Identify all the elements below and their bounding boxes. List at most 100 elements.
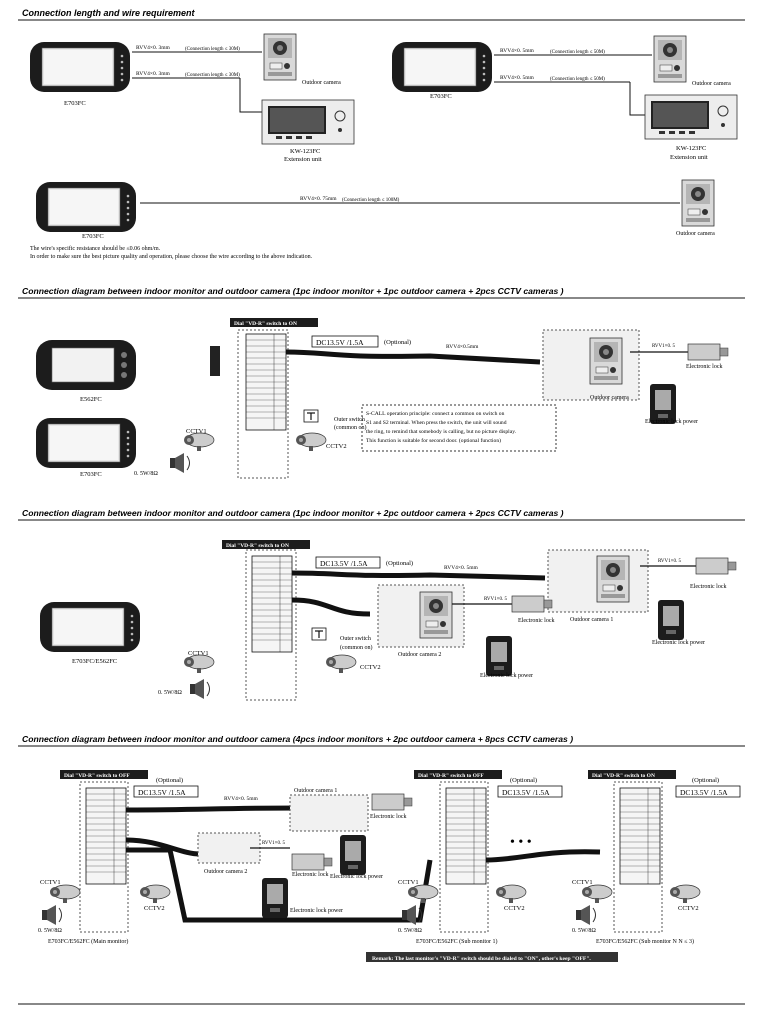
e703fc-monitor	[35, 417, 137, 469]
dial-banner: Dial "VD-R" switch to ON	[592, 773, 655, 779]
power-label: DC13.5V /1.5A	[502, 788, 550, 797]
ext-model: KW-123FC	[676, 145, 706, 152]
terminal-block	[245, 333, 287, 431]
electronic-lock-power	[262, 878, 288, 918]
camera-label: Outdoor camera 1	[294, 788, 337, 794]
section3-heading: Connection diagram between indoor monito…	[22, 508, 564, 518]
speaker-label: 0. 5W/8Ω	[38, 928, 62, 934]
dial-banner: Dial "VD-R" switch to ON	[226, 543, 289, 549]
optional-label: (Optional)	[386, 560, 413, 567]
cctv-label: CCTV1	[186, 428, 207, 435]
speaker-label: 0. 5W/8Ω	[134, 471, 158, 477]
outdoor-camera-1	[596, 555, 630, 603]
wire-label: RVV4×0. 3mm	[136, 71, 171, 77]
scall-note: S1 and S2 terminal. When press the switc…	[366, 420, 507, 426]
lockpower-label: Electronic lock power	[652, 640, 705, 646]
cctv-camera	[407, 884, 439, 904]
cctv-camera	[581, 884, 613, 904]
speaker-label: 0. 5W/8Ω	[398, 928, 422, 934]
monitor-label: E703FC	[82, 233, 104, 240]
speaker-icon	[189, 678, 210, 700]
electronic-lock	[695, 557, 737, 575]
cctv-label: CCTV2	[678, 905, 699, 912]
outer-switch	[303, 409, 319, 423]
cctv-label: CCTV1	[398, 879, 419, 886]
lockpower-label: Electronic lock power	[290, 908, 343, 914]
e562fc-monitor	[35, 339, 137, 391]
outdoor-camera	[681, 179, 715, 227]
monitor-label: E703FC	[80, 471, 102, 478]
e703fc-monitor	[29, 41, 131, 93]
cctv-label: CCTV2	[504, 905, 525, 912]
cctv-camera	[669, 884, 701, 904]
rvv-label: RVV1×0. 5	[652, 344, 675, 349]
optional-label: (Optional)	[156, 777, 183, 784]
switch-label: Outer switch	[340, 636, 371, 642]
cctv-camera	[49, 884, 81, 904]
electronic-lock-power	[650, 384, 676, 424]
camera-label: Outdoor camera	[302, 80, 341, 86]
lock-label: Electronic lock	[690, 584, 726, 590]
outdoor-camera	[263, 33, 297, 81]
terminal-block	[85, 787, 127, 885]
cctv-label: CCTV2	[144, 905, 165, 912]
speaker-icon	[169, 452, 190, 474]
ext-label: Extension unit	[670, 154, 708, 161]
camera-label: Outdoor camera	[692, 81, 731, 87]
remark-banner: Remark: The last monitor's "VD-R" switch…	[372, 956, 591, 962]
cctv-label: CCTV2	[360, 664, 381, 671]
note-resistance: The wire's specific resistance should be…	[30, 245, 161, 252]
cctv-camera	[183, 432, 215, 452]
electronic-lock	[291, 853, 333, 871]
monitor-label: E562FC	[80, 396, 102, 403]
lockpower-label: Electronic lock power	[480, 673, 533, 679]
camera-label: Outdoor camera	[676, 231, 715, 237]
e703fc-monitor	[35, 181, 137, 233]
e703fc-monitor	[391, 41, 493, 93]
switch-label: (common on)	[340, 644, 373, 651]
monitor-label: E703FC	[64, 100, 86, 107]
switch-label: (common on)	[334, 424, 367, 431]
outdoor-camera-2	[419, 591, 453, 639]
power-label: DC13.5V /1.5A	[680, 788, 728, 797]
wire-length: (Connection length ≤ 50M)	[550, 50, 605, 55]
wire-length: (Connection length ≤ 50M)	[550, 77, 605, 82]
power-label: DC13.5V /1.5A	[316, 338, 364, 347]
lock-label: Electronic lock	[370, 814, 406, 820]
lock-label: Electronic lock	[292, 872, 328, 878]
wire-label: RVV4×0. 5mm	[444, 565, 479, 571]
cctv-camera	[295, 432, 327, 452]
dial-banner: Dial "VD-R" switch to ON	[234, 321, 297, 327]
lock-label: Electronic lock	[686, 364, 722, 370]
section1-heading: Connection length and wire requirement	[22, 8, 196, 18]
electronic-lock	[511, 595, 553, 613]
cctv-label: CCTV1	[572, 879, 593, 886]
wire-label: RVV4×0. 75mm	[300, 196, 337, 202]
terminal-block	[251, 555, 293, 653]
monitor-label: E703FC	[430, 93, 452, 100]
terminal-block	[445, 787, 487, 885]
monitor-label: E703FC/E562FC	[72, 658, 117, 665]
section2: Connection diagram between indoor monito…	[18, 286, 745, 479]
electronic-lock	[687, 343, 729, 361]
cctv-label: CCTV2	[326, 443, 347, 450]
cctv-camera	[139, 884, 171, 904]
wire-length: (Connection length ≤ 100M)	[342, 198, 400, 203]
section3: Connection diagram between indoor monito…	[18, 508, 745, 701]
optional-label: (Optional)	[510, 777, 537, 784]
lock-label: Electronic lock	[518, 618, 554, 624]
section4: Connection diagram between indoor monito…	[18, 734, 745, 1005]
cctv-camera	[183, 654, 215, 674]
monitor	[39, 601, 141, 653]
power-label: DC13.5V /1.5A	[320, 559, 368, 568]
wire-label: RVV4×0. 5mm	[500, 75, 535, 81]
optional-label: (Optional)	[384, 339, 411, 346]
scall-note: This function is suitable for second doo…	[366, 437, 501, 444]
electronic-lock-power	[340, 835, 366, 875]
wire-label: RVV4×0. 5mm	[224, 796, 259, 802]
ext-label: Extension unit	[284, 156, 322, 163]
outdoor-camera	[589, 337, 623, 385]
outdoor-camera	[653, 35, 687, 83]
speaker-icon	[575, 904, 596, 926]
rvv-label: RVV1×0. 5	[262, 841, 285, 846]
